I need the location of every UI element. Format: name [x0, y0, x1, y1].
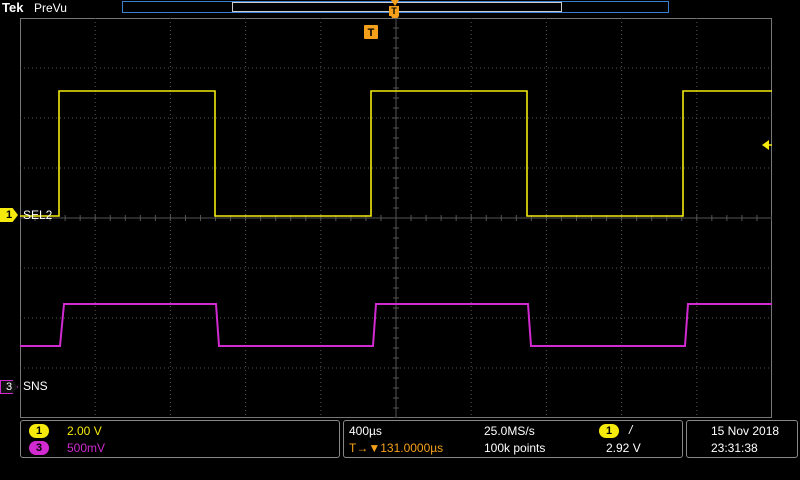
ch1-ground-marker[interactable]: 1	[0, 208, 18, 222]
brand-logo: Tek	[2, 0, 24, 15]
time: 23:31:38	[711, 441, 758, 455]
graticule-grid	[20, 18, 772, 418]
trigger-level-arrow-icon[interactable]	[762, 140, 769, 150]
top-status-bar: Tek PreVu T	[0, 0, 800, 18]
ch3-badge[interactable]: 3	[29, 441, 49, 455]
time-per-division: 400µs	[349, 424, 382, 438]
acquisition-mode: PreVu	[34, 1, 67, 15]
trigger-level: 2.92 V	[606, 441, 641, 455]
date: 15 Nov 2018	[711, 424, 780, 438]
trigger-source-badge[interactable]: 1	[599, 424, 619, 438]
ch3-ground-marker[interactable]: 3	[0, 380, 18, 394]
ch1-label: SEL2	[23, 208, 53, 222]
ch1-scale: 2.00 V	[67, 424, 102, 438]
horizontal-trigger-panel[interactable]: 400µs 25.0MS/s T→▼131.0000µs 100k points…	[343, 420, 683, 458]
ch1-waveform	[20, 90, 772, 217]
trigger-marker-T[interactable]: T	[364, 25, 378, 39]
trigger-position-readout: T→▼131.0000µs	[349, 441, 443, 455]
ch1-badge[interactable]: 1	[29, 424, 49, 438]
trigger-position-indicator-label: T	[391, 6, 397, 16]
rising-edge-icon: /	[629, 423, 633, 437]
ch3-scale: 500mV	[67, 441, 106, 455]
trigger-position-value: 131.0000µs	[380, 441, 444, 455]
vertical-settings-panel[interactable]: 1 2.00 V 3 500mV	[20, 420, 340, 458]
waveform-graticule[interactable]: T	[20, 18, 772, 418]
trigger-position-prefix: T→▼	[349, 441, 381, 455]
trigger-position-indicator-icon: T	[389, 0, 399, 18]
ch3-label: SNS	[23, 379, 48, 393]
datetime-panel: 15 Nov 2018 23:31:38	[686, 420, 798, 458]
record-length: 100k points	[484, 441, 546, 455]
ch3-waveform	[20, 303, 772, 347]
sample-rate: 25.0MS/s	[484, 424, 535, 438]
trigger-marker-label: T	[368, 27, 375, 39]
